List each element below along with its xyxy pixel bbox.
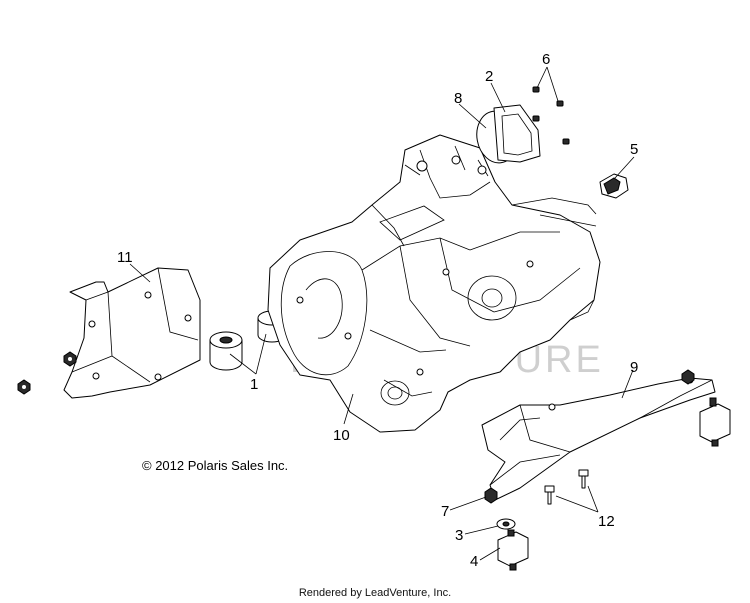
rubber-mount-bottom bbox=[497, 529, 529, 571]
cover-plate bbox=[493, 104, 541, 163]
nut-plate bbox=[681, 369, 695, 385]
washer bbox=[496, 518, 516, 530]
callout-1: 1 bbox=[250, 376, 258, 393]
engine-mount-bracket bbox=[63, 267, 201, 399]
mount-nut bbox=[484, 487, 498, 504]
mount-bolts bbox=[544, 469, 589, 505]
leader-lines bbox=[129, 66, 635, 561]
rubber-mount-lower bbox=[209, 331, 243, 371]
rubber-mount-right bbox=[699, 397, 731, 447]
callout-9: 9 bbox=[630, 359, 638, 376]
nut-left bbox=[17, 379, 31, 395]
callout-3: 3 bbox=[455, 527, 463, 544]
callout-11: 11 bbox=[117, 249, 133, 266]
footer-credit: Rendered by LeadVenture, Inc. bbox=[299, 587, 451, 599]
callout-8: 8 bbox=[454, 90, 462, 107]
callout-5: 5 bbox=[630, 141, 638, 158]
nut-bracket bbox=[63, 351, 77, 367]
engine-assembly bbox=[267, 134, 601, 433]
connector-clip bbox=[599, 173, 629, 199]
callout-6: 6 bbox=[542, 51, 550, 68]
callout-4: 4 bbox=[470, 553, 478, 570]
bolt-group bbox=[532, 86, 570, 145]
callout-12: 12 bbox=[598, 513, 615, 530]
callout-7: 7 bbox=[441, 503, 449, 520]
callout-10: 10 bbox=[333, 427, 350, 444]
support-plate bbox=[481, 376, 716, 501]
copyright-text: © 2012 Polaris Sales Inc. bbox=[142, 458, 288, 473]
callout-2: 2 bbox=[485, 68, 493, 85]
